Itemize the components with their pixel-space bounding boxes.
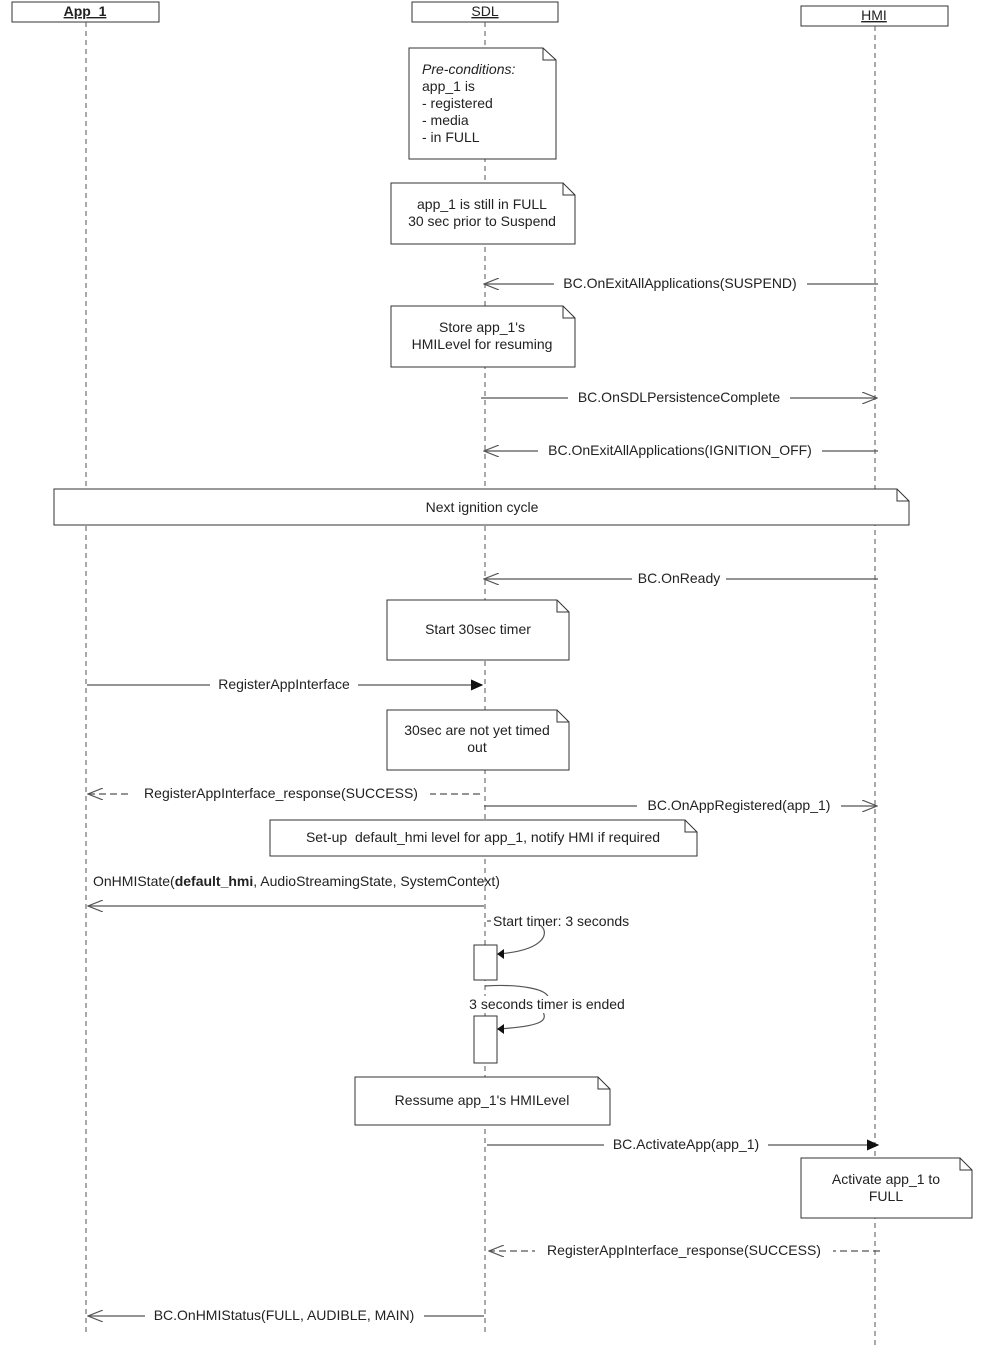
note-store-level-line: HMILevel for resuming	[412, 336, 553, 352]
message-label: BC.OnReady	[638, 570, 720, 586]
note-start-timer-30-text: Start 30sec timer	[425, 621, 531, 637]
message-on-hmi-status: BC.OnHMIStatus(FULL, AUDIBLE, MAIN)	[88, 1307, 484, 1324]
message-register-response-hmi: RegisterAppInterface_response(SUCCESS)	[489, 1242, 880, 1259]
lifeline-head-app: App_1	[11, 1, 160, 23]
message-timer-ended: 3 seconds timer is ended	[462, 984, 632, 1064]
preconditions-line: app_1 is	[422, 78, 475, 94]
note-activate-full-line: FULL	[869, 1188, 903, 1204]
note-resume-level: Ressume app_1's HMILevel	[354, 1076, 611, 1126]
on-hmi-state-bold: default_hmi	[175, 873, 254, 889]
message-on-hmi-state: OnHMIState(default_hmi, AudioStreamingSt…	[88, 873, 500, 906]
message-activate-app: BC.ActivateApp(app_1)	[487, 1136, 878, 1153]
message-label: RegisterAppInterface	[218, 676, 350, 692]
note-start-timer-30: Start 30sec timer	[386, 599, 570, 661]
preconditions-line: - registered	[422, 95, 493, 111]
message-label: 3 seconds timer is ended	[469, 996, 625, 1012]
on-hmi-state-suffix: , AudioStreamingState, SystemContext)	[253, 873, 500, 889]
note-setup-default: Set-up default_hmi level for app_1, noti…	[269, 819, 698, 857]
lifeline-head-hmi: HMI	[800, 5, 949, 27]
lifeline-sdl-label: SDL	[471, 3, 498, 19]
preconditions-line: - in FULL	[422, 129, 480, 145]
message-label: BC.OnExitAllApplications(IGNITION_OFF)	[548, 442, 812, 458]
message-exit-ignition-off: BC.OnExitAllApplications(IGNITION_OFF)	[484, 442, 878, 459]
preconditions-line: - media	[422, 112, 469, 128]
message-label: RegisterAppInterface_response(SUCCESS)	[144, 785, 418, 801]
note-next-ignition: Next ignition cycle	[53, 488, 910, 526]
message-persistence-complete: BC.OnSDLPersistenceComplete	[481, 389, 877, 406]
note-store-level-line: Store app_1's	[439, 319, 525, 335]
note-not-timed-out-line: out	[467, 739, 487, 755]
on-hmi-state-prefix: OnHMIState(	[93, 873, 175, 889]
preconditions-title: Pre-conditions:	[422, 61, 515, 77]
note-store-level: Store app_1's HMILevel for resuming	[390, 305, 576, 368]
activation-bar	[473, 1015, 498, 1064]
message-label: BC.OnExitAllApplications(SUSPEND)	[563, 275, 796, 291]
lifeline-hmi-label: HMI	[861, 7, 887, 23]
message-label-on-hmi-state: OnHMIState(default_hmi, AudioStreamingSt…	[93, 873, 500, 889]
note-preconditions: Pre-conditions: app_1 is - registered - …	[408, 47, 557, 160]
message-register-app: RegisterAppInterface	[87, 676, 482, 693]
message-label: BC.OnAppRegistered(app_1)	[648, 797, 831, 813]
message-label: BC.OnHMIStatus(FULL, AUDIBLE, MAIN)	[154, 1307, 415, 1323]
message-on-app-registered: BC.OnAppRegistered(app_1)	[484, 797, 877, 814]
lifeline-app-label: App_1	[64, 3, 107, 19]
note-activate-full: Activate app_1 to FULL	[800, 1157, 973, 1219]
note-still-full-line: 30 sec prior to Suspend	[408, 213, 556, 229]
message-label: BC.ActivateApp(app_1)	[613, 1136, 759, 1152]
note-not-timed-out-line: 30sec are not yet timed	[404, 722, 550, 738]
note-setup-default-text: Set-up default_hmi level for app_1, noti…	[306, 829, 660, 845]
note-still-full: app_1 is still in FULL 30 sec prior to S…	[390, 182, 576, 245]
note-next-ignition-text: Next ignition cycle	[426, 499, 539, 515]
lifeline-head-sdl: SDL	[411, 1, 559, 23]
message-label: Start timer: 3 seconds	[493, 913, 629, 929]
message-label: BC.OnSDLPersistenceComplete	[578, 389, 781, 405]
note-resume-level-text: Ressume app_1's HMILevel	[395, 1092, 570, 1108]
message-start-timer-3: Start timer: 3 seconds	[473, 913, 629, 981]
message-on-ready: BC.OnReady	[484, 570, 878, 587]
message-exit-suspend: BC.OnExitAllApplications(SUSPEND)	[484, 275, 878, 292]
note-activate-full-line: Activate app_1 to	[832, 1171, 940, 1187]
message-register-response-app: RegisterAppInterface_response(SUCCESS)	[88, 785, 480, 802]
note-not-timed-out: 30sec are not yet timed out	[386, 709, 570, 771]
note-still-full-line: app_1 is still in FULL	[417, 196, 547, 212]
activation-bar	[473, 944, 498, 981]
message-label: RegisterAppInterface_response(SUCCESS)	[547, 1242, 821, 1258]
